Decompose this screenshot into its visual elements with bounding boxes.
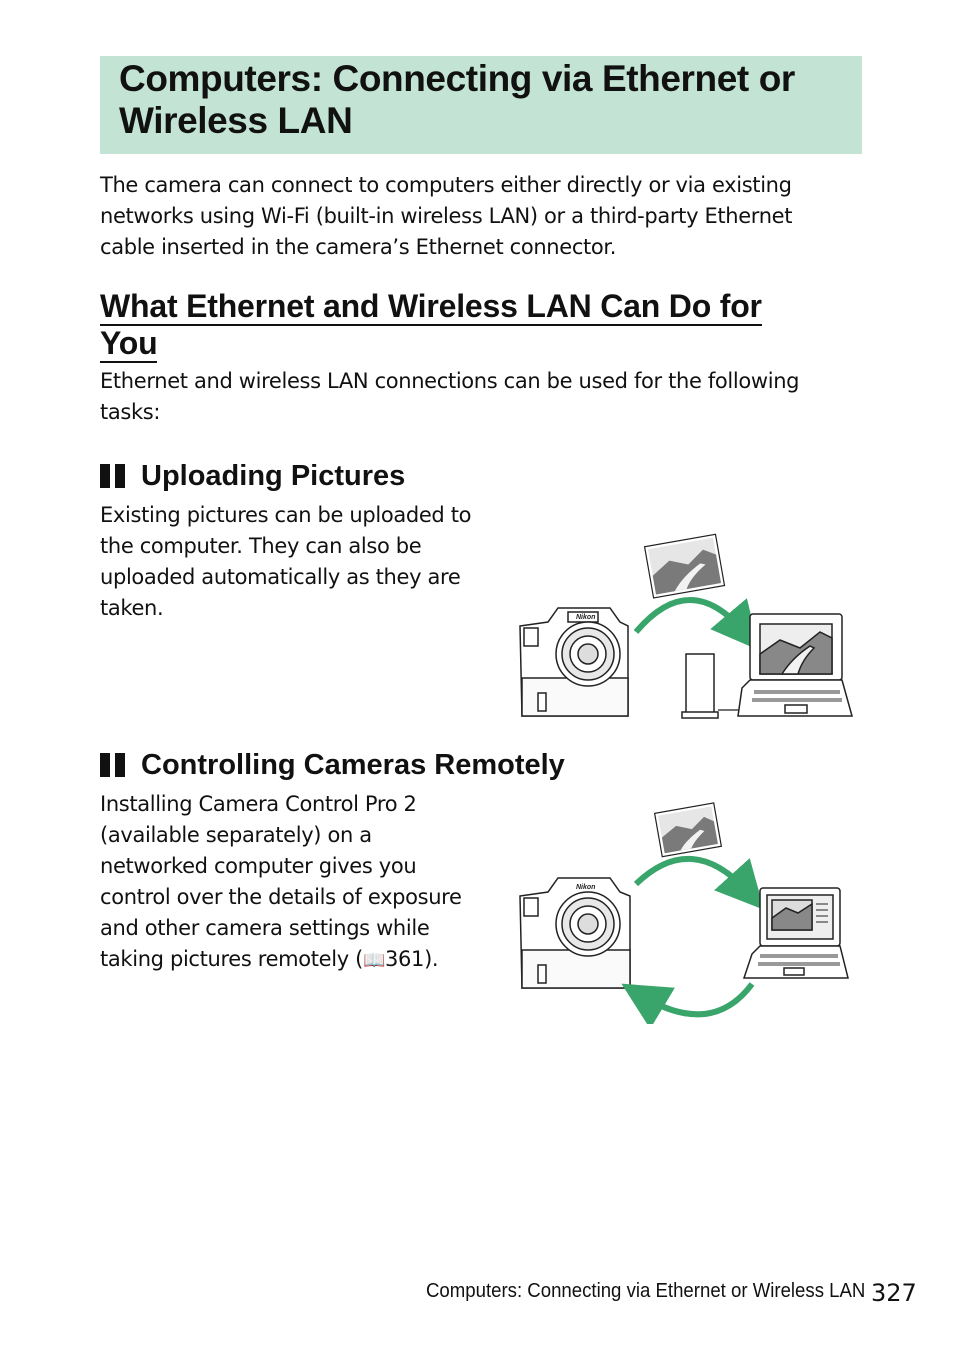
uploading-body: Existing pictures can be uploaded to the… (100, 503, 472, 620)
controlling-body-line: and other camera settings while (100, 916, 430, 940)
camera-icon (519, 607, 629, 717)
controlling-heading: Controlling Cameras Remotely (100, 748, 565, 782)
picture-thumbnail-icon (643, 533, 726, 599)
control-arrow-to-camera (621, 982, 755, 1024)
page-number: 327 (871, 1279, 917, 1307)
controlling-body-line: networked computer gives you (100, 854, 417, 878)
camera-icon (519, 877, 631, 989)
laptop-icon (742, 887, 849, 979)
book-reference-icon: 📖 (362, 950, 386, 971)
controlling-body-line: (available separately) on a (100, 823, 372, 847)
section-intro: Ethernet and wireless LAN connections ca… (100, 369, 800, 424)
page-reference-link[interactable]: 361 (385, 947, 425, 971)
uploading-illustration: Nikon (519, 533, 853, 719)
camera-brand-label: Nikon (576, 614, 595, 621)
controlling-body-line: control over the details of exposure (100, 885, 462, 909)
uploading-heading-text: Uploading Pictures (141, 460, 406, 492)
camera-brand-label: Nikon (576, 884, 595, 891)
router-icon (681, 653, 719, 719)
section-marker-icon (100, 464, 126, 488)
controlling-body-last-line: taking pictures remotely (📖361). (100, 947, 439, 971)
controlling-heading-text: Controlling Cameras Remotely (141, 749, 565, 781)
picture-thumbnail-icon (653, 802, 723, 858)
control-arrow-to-computer (633, 855, 765, 910)
uploading-heading: Uploading Pictures (100, 459, 405, 493)
page-title: Computers: Connecting via Ethernet or Wi… (119, 58, 795, 141)
section-heading-text: What Ethernet and Wireless LAN Can Do fo… (100, 288, 762, 363)
laptop-icon (737, 613, 853, 717)
running-footer-title: Computers: Connecting via Ethernet or Wi… (426, 1280, 866, 1302)
upload-arrow (633, 597, 760, 651)
section-heading: What Ethernet and Wireless LAN Can Do fo… (100, 288, 810, 363)
controlling-illustration: Nikon (519, 802, 849, 1024)
controlling-body: Installing Camera Control Pro 2 (availab… (100, 789, 500, 976)
controlling-body-line: Installing Camera Control Pro 2 (100, 792, 417, 816)
intro-paragraph: The camera can connect to computers eith… (100, 173, 793, 259)
section-marker-icon (100, 753, 126, 777)
title-banner: Computers: Connecting via Ethernet or Wi… (100, 56, 862, 154)
